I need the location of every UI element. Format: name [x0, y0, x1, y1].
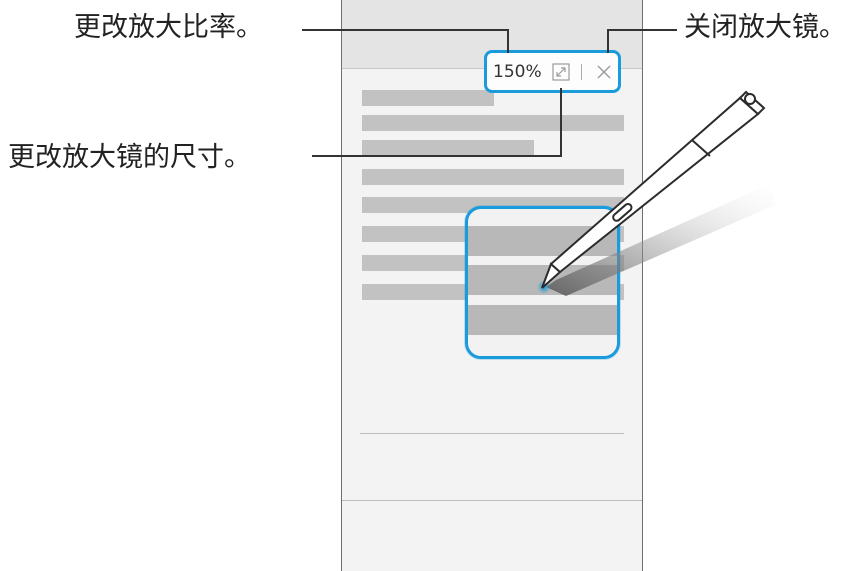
callout-change-size: 更改放大镜的尺寸。: [8, 142, 251, 173]
zoom-level-button[interactable]: 150%: [493, 62, 542, 82]
bottom-divider: [342, 500, 642, 501]
text-line: [362, 115, 624, 131]
callout-change-ratio: 更改放大比率。: [74, 12, 263, 43]
pen-shadow: [546, 184, 775, 296]
leader-line-close: [607, 29, 677, 31]
text-line: [362, 169, 624, 185]
text-line: [362, 90, 494, 106]
leader-line-close-vertical: [607, 29, 609, 53]
leader-line-size: [312, 155, 562, 157]
magnified-text-line: [468, 305, 617, 335]
text-line: [362, 140, 534, 156]
close-icon[interactable]: [596, 64, 612, 80]
leader-line-ratio-vertical: [507, 29, 509, 53]
leader-line-ratio: [302, 29, 509, 31]
leader-line-size-vertical: [560, 88, 562, 157]
pen-body: [541, 90, 766, 289]
toolbar-separator: [581, 64, 582, 80]
content-divider: [360, 433, 624, 434]
magnifier-toolbar: 150%: [484, 50, 621, 93]
callout-close-magnifier: 关闭放大镜。: [684, 12, 846, 43]
resize-icon[interactable]: [552, 63, 570, 81]
